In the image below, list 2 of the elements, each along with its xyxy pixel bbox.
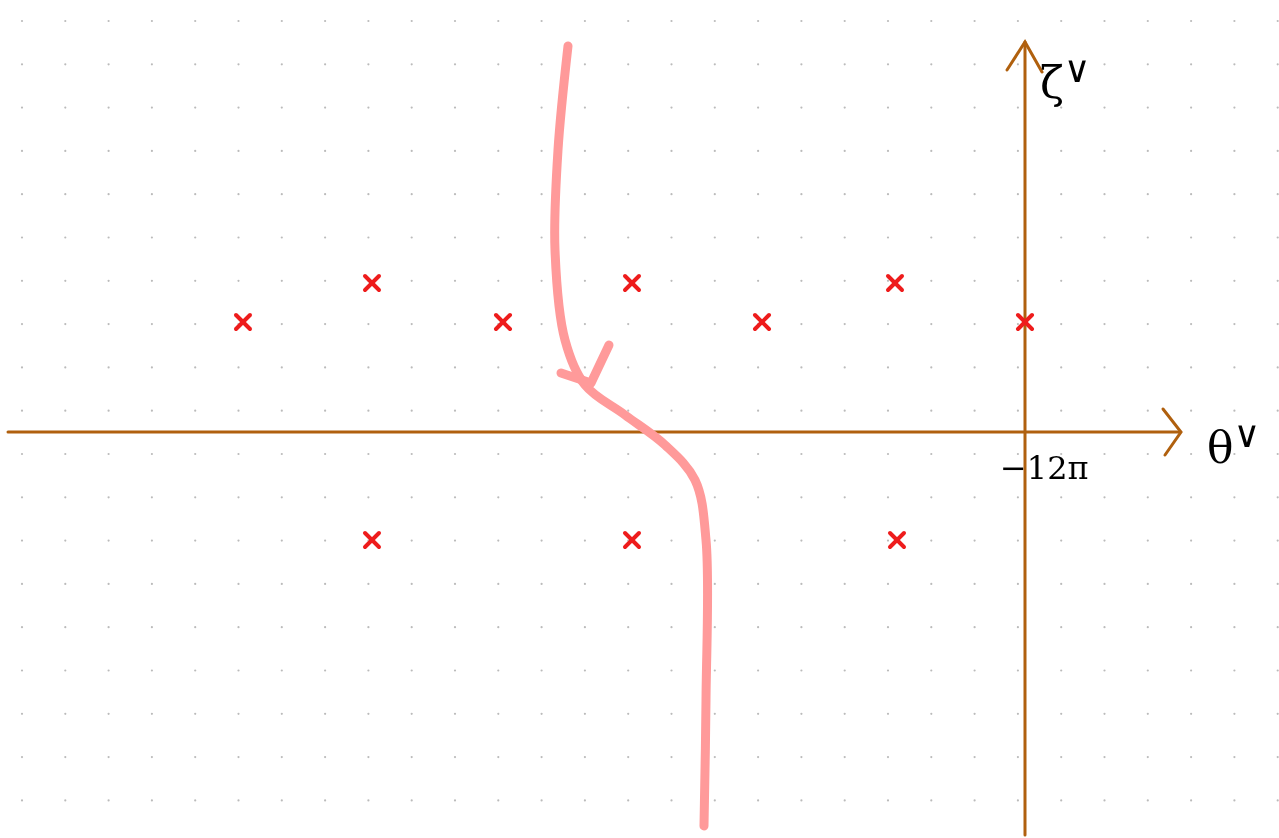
axis-label: θ$^{∨}$ [1207,417,1261,470]
axis-label: ζ$^{∨}$ [1040,52,1091,105]
